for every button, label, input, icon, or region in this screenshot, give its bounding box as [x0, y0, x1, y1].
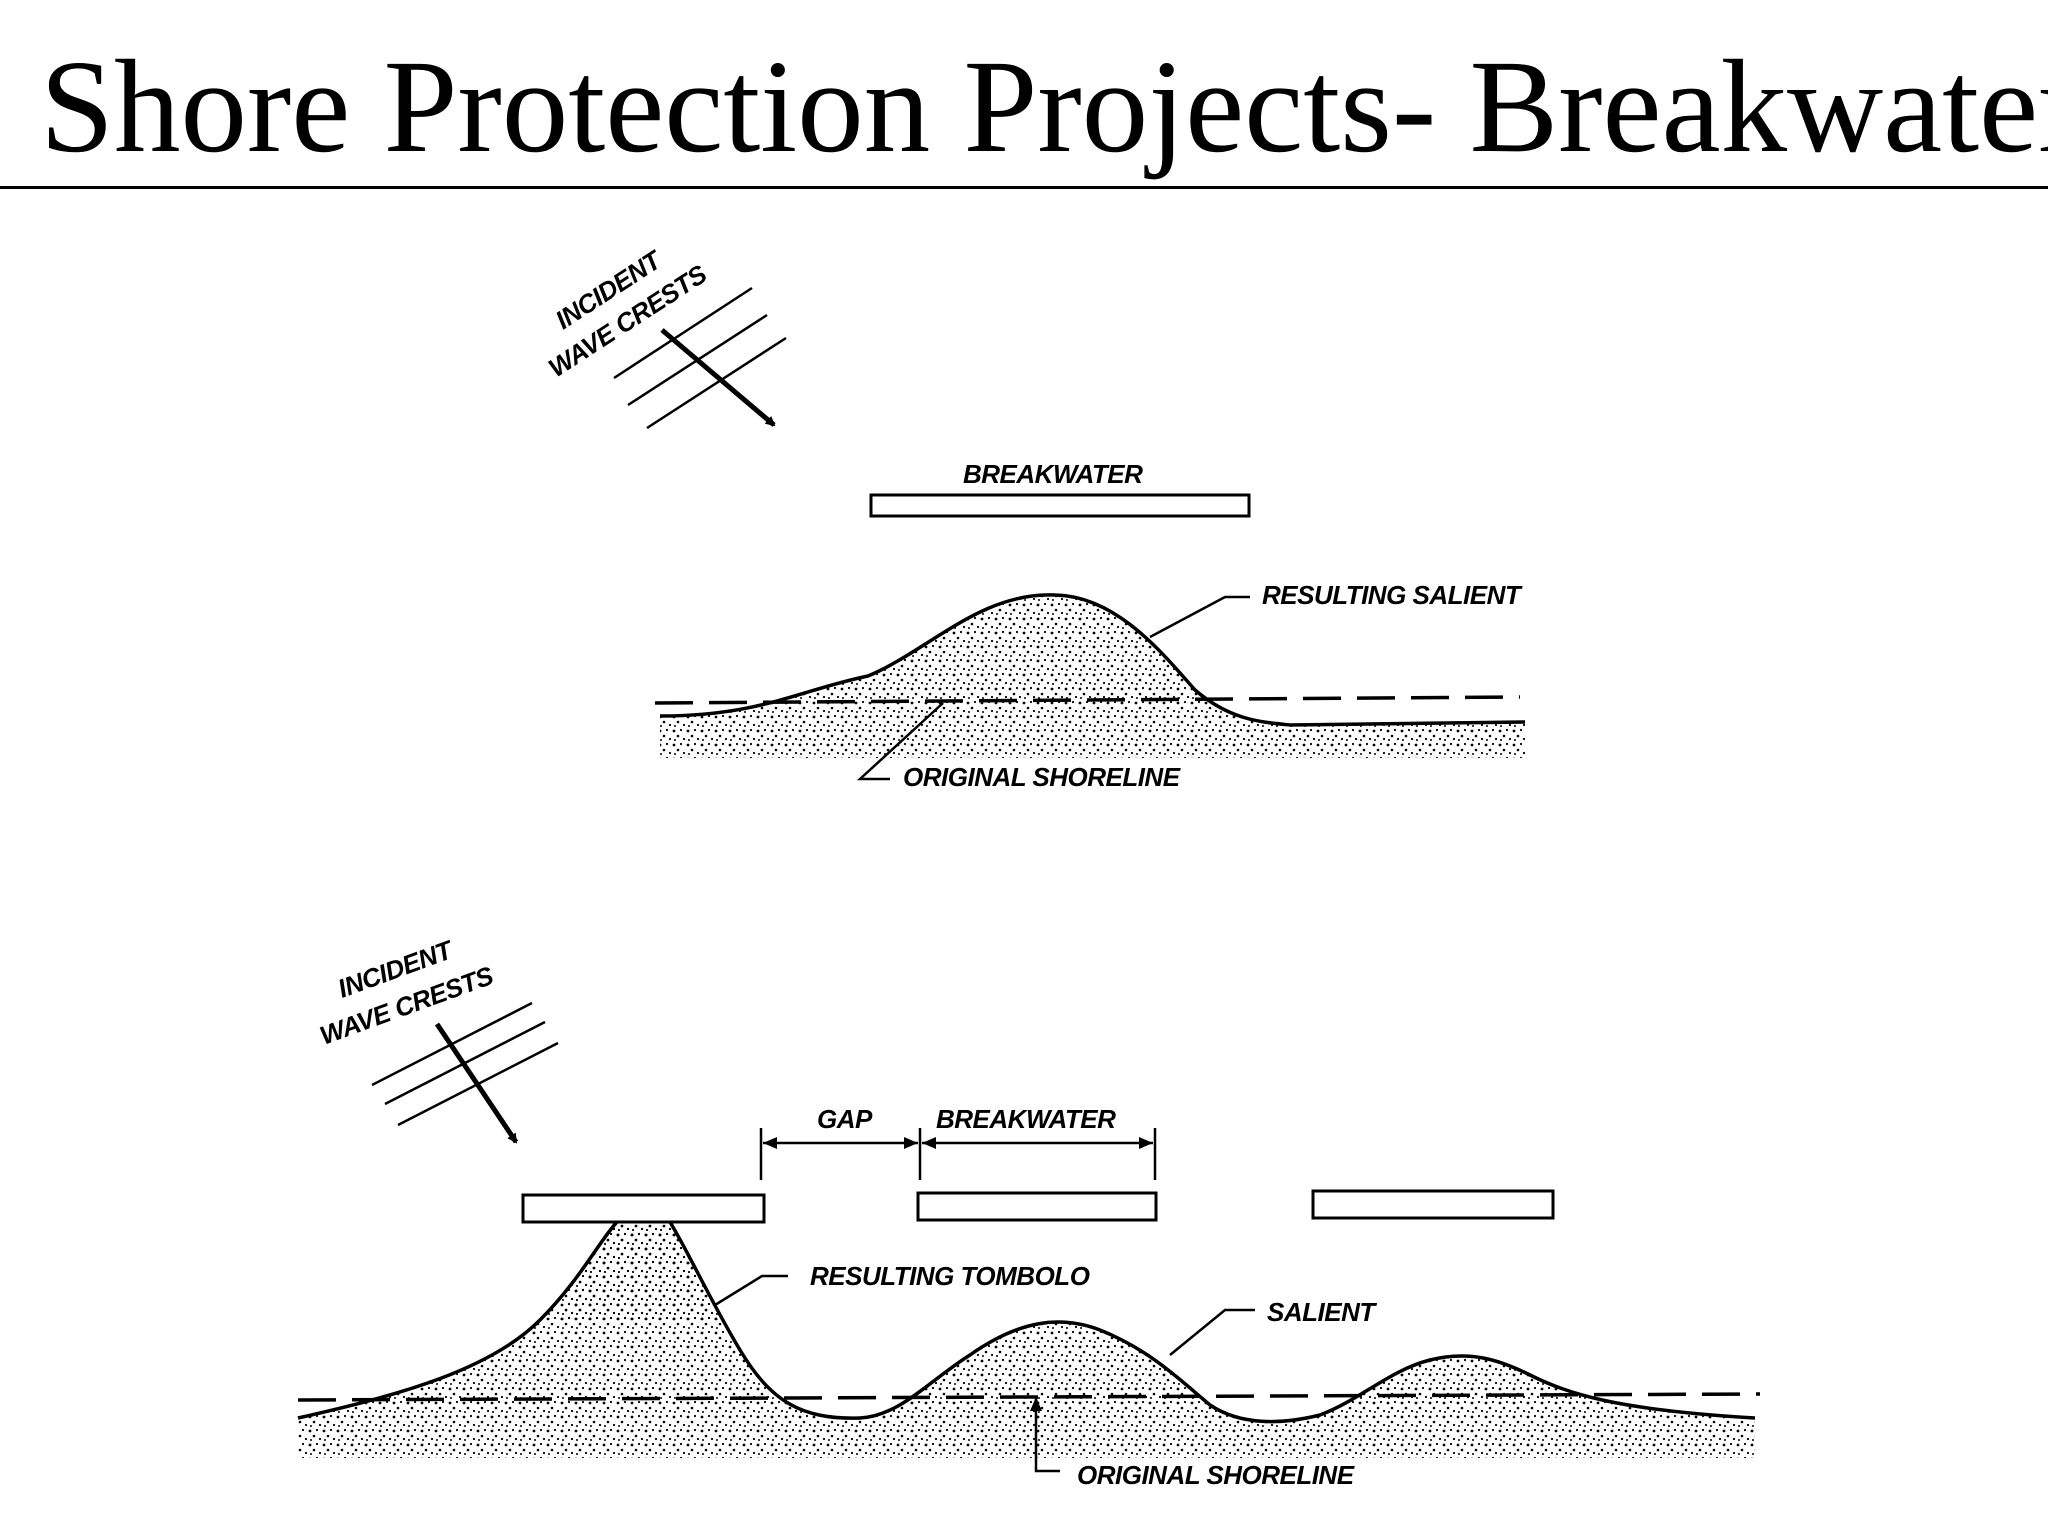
bottom-original-shoreline: [297, 1392, 1761, 1402]
top-salient-sand: [660, 594, 1525, 758]
top-shoreline-label: ORIGINAL SHORELINE: [903, 762, 1181, 792]
slide-title: Shore Protection Projects- Breakwaters: [40, 32, 2048, 180]
top-shoreline-leader: [856, 702, 944, 781]
top-salient-outline: [659, 593, 1526, 727]
top-breakwater: [869, 493, 1251, 518]
bottom-wave-arrow: [434, 1022, 519, 1144]
top-breakwater-label: BREAKWATER: [963, 459, 1143, 489]
bottom-salient-leader: [1169, 1308, 1255, 1356]
top-salient-label: RESULTING SALIENT: [1262, 580, 1523, 610]
bottom-shoreline-leader: [1034, 1397, 1060, 1473]
bottom-shoreline-label: ORIGINAL SHORELINE: [1077, 1460, 1355, 1490]
top-salient-leader: [1149, 595, 1250, 639]
bottom-salient-label: SALIENT: [1267, 1297, 1377, 1327]
title-rule: [0, 186, 2048, 189]
bottom-breakwater-1: [521, 1193, 766, 1224]
bottom-tombolo-sand: [560, 1222, 720, 1320]
top-wave-arrow: [660, 328, 776, 427]
top-diagram: INCIDENT WAVE CRESTS BREAKWATER RESULTIN…: [543, 244, 1526, 792]
bottom-breakwater-label: BREAKWATER: [936, 1104, 1116, 1134]
bottom-tombolo-leader: [714, 1274, 788, 1307]
bottom-gap-label: GAP: [817, 1104, 873, 1134]
top-original-shoreline: [654, 695, 1521, 705]
dimension-lines: [759, 1128, 1157, 1180]
bottom-breakwater-3: [1311, 1189, 1555, 1220]
bottom-diagram: INCIDENT WAVE CRESTS GAP BREAKWATER: [297, 934, 1761, 1490]
bottom-tombolo-label: RESULTING TOMBOLO: [810, 1261, 1090, 1291]
bottom-breakwater-2: [916, 1191, 1158, 1222]
